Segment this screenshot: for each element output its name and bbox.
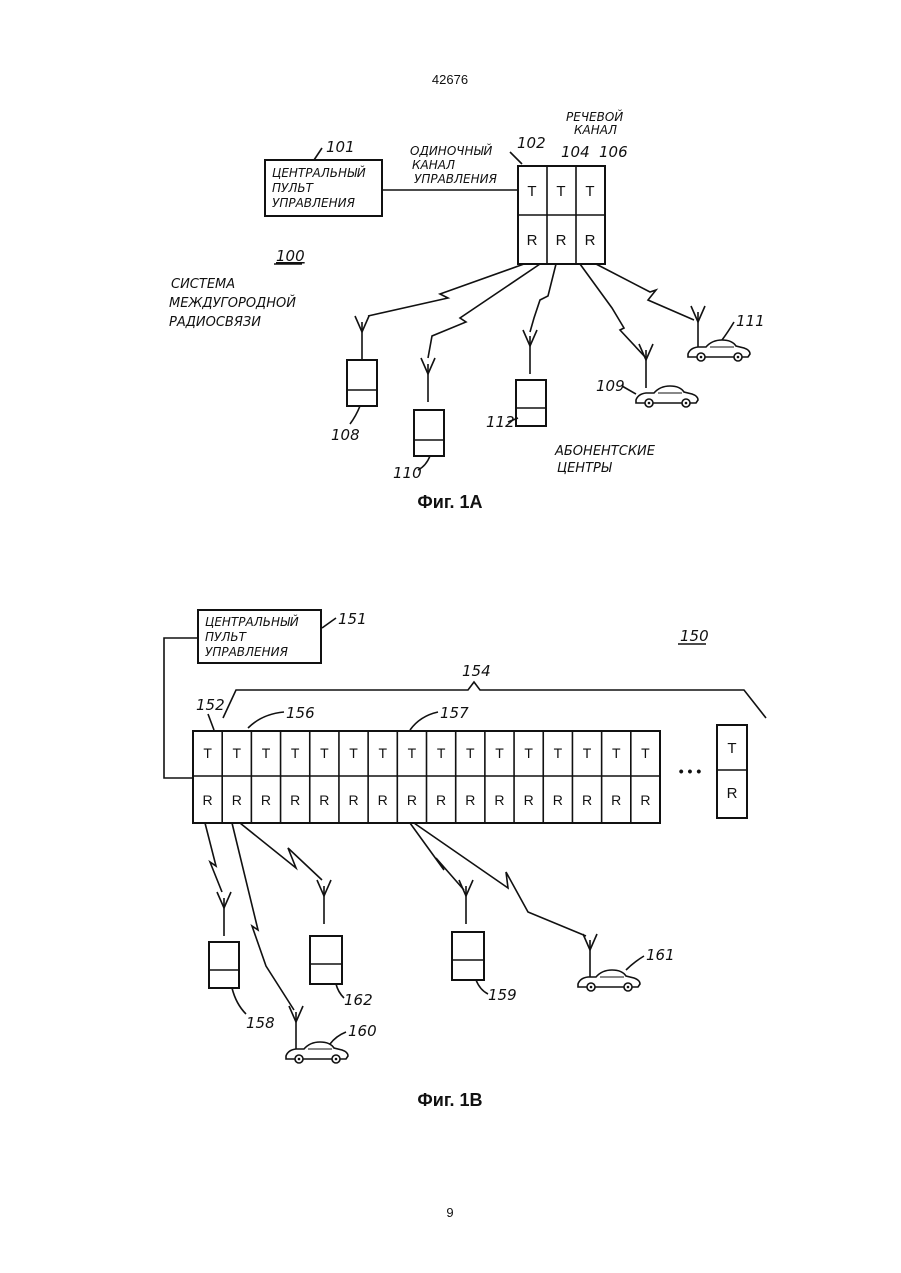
cell-1b-r2: R [232, 792, 242, 808]
cell-1b-r7: R [378, 792, 388, 808]
cell-1b-t5: T [320, 745, 329, 761]
terminal-ref-158: 158 [246, 1014, 275, 1032]
system-label-line1: СИСТЕМА [171, 277, 235, 292]
central-label-1b-line1: ЦЕНТРАЛЬНЫЙ [205, 614, 299, 629]
cell-1b-r10: R [465, 792, 475, 808]
terminal-ref-108: 108 [331, 426, 360, 444]
terminal-ref-161: 161 [646, 946, 675, 964]
cell-1b-t15: T [612, 745, 621, 761]
cell-1b-t6: T [349, 745, 358, 761]
last-cell-r: R [727, 785, 738, 802]
central-label-1a-line2: ПУЛЬТ [272, 181, 315, 195]
voice-channel-label-line1: РЕЧЕВОЙ [566, 109, 623, 124]
terminal-ref-160: 160 [348, 1022, 377, 1040]
cell-1b-t14: T [583, 745, 592, 761]
subscriber-label-line2: ЦЕНТРЫ [557, 461, 613, 476]
cell-1b-t11: T [495, 745, 504, 761]
cell-1b-r5: R [319, 792, 329, 808]
terminal-ref-159: 159 [488, 986, 517, 1004]
cell-1b-r9: R [436, 792, 446, 808]
figure-1b: ЦЕНТРАЛЬНЫЙ ПУЛЬТ УПРАВЛЕНИЯ 151 150 154… [164, 610, 766, 1110]
cell-1b-t9: T [437, 745, 446, 761]
system-label-line2: МЕЖДУГОРОДНОЙ [169, 295, 296, 311]
channel-ref-106: 106 [599, 143, 628, 161]
cell-1b-t1: T [203, 745, 212, 761]
terminal-110 [414, 410, 444, 456]
last-cell-t: T [727, 740, 736, 757]
terminal-ref-162: 162 [344, 991, 373, 1009]
subscriber-label-line1: АБОНЕНТСКИЕ [554, 444, 656, 459]
cell-1b-r13: R [553, 792, 563, 808]
channel-ref-104: 104 [561, 143, 590, 161]
caption-fig-1a: Фиг. 1А [417, 492, 482, 512]
caption-fig-1b: Фиг. 1В [417, 1090, 482, 1110]
cell-1b-t10: T [466, 745, 475, 761]
cell-1b-r12: R [524, 792, 534, 808]
cell-1b-r15: R [611, 792, 621, 808]
central-label-1b-line2: ПУЛЬТ [205, 630, 248, 644]
last-transceiver-1b: T R [717, 725, 747, 818]
control-channel-label-line1: ОДИНОЧНЫЙ [410, 143, 492, 158]
system-label-line3: РАДИОСВЯЗИ [169, 315, 261, 330]
cell-1b-r3: R [261, 792, 271, 808]
ref-152: 152 [196, 696, 225, 714]
cell-1b-r4: R [290, 792, 300, 808]
cell-1b-t7: T [378, 745, 387, 761]
cell-1a-r2: R [556, 232, 567, 249]
terminal-112 [516, 380, 546, 426]
control-channel-label-line3: УПРАВЛЕНИЯ [414, 172, 498, 186]
terminal-ref-110: 110 [393, 464, 422, 482]
cell-1a-t2: T [556, 183, 565, 200]
ref-156: 156 [286, 704, 315, 722]
central-label-1b-line3: УПРАВЛЕНИЯ [205, 645, 289, 659]
cell-1a-t1: T [527, 183, 536, 200]
cell-1b-t2: T [233, 745, 242, 761]
ellipsis-1b: • • • [679, 763, 702, 779]
central-label-1a-line1: ЦЕНТРАЛЬНЫЙ [272, 165, 366, 180]
cell-1b-r6: R [348, 792, 358, 808]
cell-1b-t13: T [554, 745, 563, 761]
central-label-1a-line3: УПРАВЛЕНИЯ [272, 196, 356, 210]
cell-1b-r14: R [582, 792, 592, 808]
transceiver-block-1b: T R T R T R T R T R T R T R T R T R T R T R T R T R T R T R T R [193, 731, 660, 823]
cell-1b-t12: T [524, 745, 533, 761]
terminal-159 [452, 932, 484, 980]
terminal-158 [209, 942, 239, 988]
terminal-ref-109: 109 [596, 377, 625, 395]
vehicle-109 [636, 386, 698, 407]
central-ref-151: 151 [338, 610, 367, 628]
system-ref-100: 100 [276, 247, 305, 265]
channel-ref-102: 102 [517, 134, 546, 152]
cell-1b-t3: T [262, 745, 271, 761]
central-ref-1a: 101 [326, 138, 355, 156]
cell-1b-t8: T [408, 745, 417, 761]
cell-1b-t16: T [641, 745, 650, 761]
cell-1a-r1: R [527, 232, 538, 249]
cell-1a-t3: T [585, 183, 594, 200]
page-number: 9 [446, 1205, 453, 1220]
figure-1a: ЦЕНТРАЛЬНЫЙ ПУЛЬТ УПРАВЛЕНИЯ 101 ОДИНОЧН… [169, 109, 765, 512]
cell-1b-r1: R [203, 792, 213, 808]
cell-1b-r11: R [494, 792, 504, 808]
terminal-ref-112: 112 [486, 413, 515, 431]
terminal-ref-111: 111 [736, 312, 765, 330]
vehicle-161 [578, 970, 640, 991]
cell-1a-r3: R [585, 232, 596, 249]
system-ref-150: 150 [680, 627, 709, 645]
voice-channel-label-line2: КАНАЛ [574, 123, 617, 137]
cell-1b-r16: R [640, 792, 650, 808]
ref-157: 157 [440, 704, 469, 722]
cell-1b-r8: R [407, 792, 417, 808]
terminal-162 [310, 936, 342, 984]
terminal-108 [347, 360, 377, 406]
control-channel-label-line2: КАНАЛ [412, 158, 455, 172]
cell-1b-t4: T [291, 745, 300, 761]
transceiver-block-1a: T T T R R R [518, 166, 605, 264]
doc-number: 42676 [432, 72, 468, 87]
bracket-ref-154: 154 [462, 662, 491, 680]
